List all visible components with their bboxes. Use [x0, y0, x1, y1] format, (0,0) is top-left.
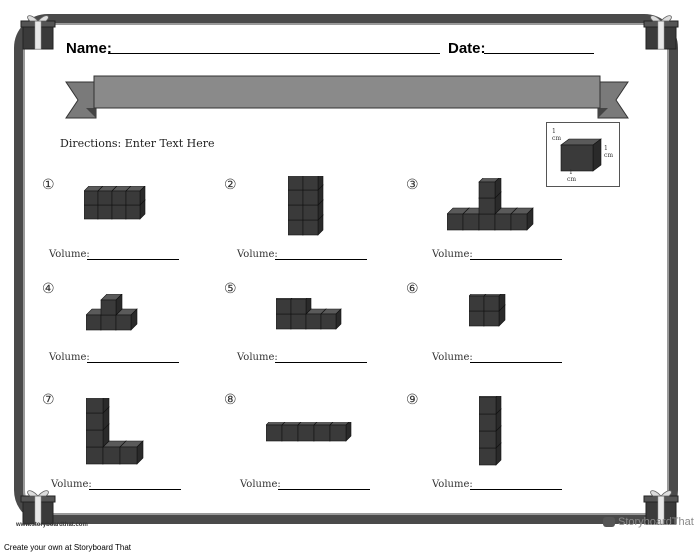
logo-text: StoryboardThat	[618, 516, 694, 528]
volume-answer-line[interactable]	[275, 259, 367, 260]
credit-text[interactable]: Create your own at Storyboard That	[4, 543, 132, 552]
unit-cube	[115, 308, 138, 331]
problem-number-7: ⑦	[42, 392, 55, 408]
volume-label: Volume:	[432, 352, 473, 363]
cube-figure-9	[479, 396, 502, 466]
volume-answer-line[interactable]	[275, 362, 367, 363]
unit-cube	[329, 422, 352, 442]
name-label: Name:	[66, 40, 112, 57]
problem-number-8: ⑧	[224, 392, 237, 408]
unit-cube	[320, 308, 342, 330]
unit-cube	[479, 396, 502, 415]
volume-answer-line[interactable]	[278, 489, 370, 490]
unit-cube-reference: 1 cm 1 cm 1 cm	[546, 122, 620, 187]
unit-cube	[483, 294, 506, 312]
unit-bottom-2: cm	[567, 176, 577, 183]
volume-label: Volume:	[49, 352, 90, 363]
problem-number-5: ⑤	[224, 281, 237, 297]
volume-answer-line[interactable]	[470, 259, 562, 260]
volume-label: Volume:	[237, 352, 278, 363]
volume-label: Volume:	[432, 479, 473, 490]
cube-figure-1	[84, 186, 146, 220]
volume-label: Volume:	[432, 249, 473, 260]
unit-top-2: cm	[552, 135, 562, 142]
gift-icon	[643, 490, 679, 525]
unit-cube	[510, 207, 534, 231]
volume-label: Volume:	[49, 249, 90, 260]
volume-label: Volume:	[51, 479, 92, 490]
gift-icon	[643, 15, 679, 50]
volume-answer-line[interactable]	[87, 362, 179, 363]
site-url[interactable]: www.storyboardthat.com	[16, 522, 88, 528]
gift-icon	[20, 15, 56, 50]
cube-figure-4	[86, 294, 138, 331]
cube-figure-5	[276, 298, 342, 330]
problem-number-6: ⑥	[406, 281, 419, 297]
name-line[interactable]	[108, 53, 440, 54]
unit-right-1: 1	[604, 145, 608, 152]
unit-cube	[290, 298, 312, 315]
unit-top-1: 1	[552, 128, 556, 135]
unit-cube	[478, 178, 502, 199]
problem-number-1: ①	[42, 177, 55, 193]
cube-figure-8	[266, 422, 352, 442]
storyboardthat-logo[interactable]: StoryboardThat	[603, 516, 694, 528]
date-label: Date:	[448, 40, 486, 57]
directions-text: Directions: Enter Text Here	[60, 137, 215, 150]
title-banner[interactable]	[64, 72, 630, 122]
logo-icon	[603, 517, 615, 528]
problem-number-3: ③	[406, 177, 419, 193]
unit-cube	[125, 186, 146, 206]
unit-cube	[100, 294, 123, 316]
cube-figure-3	[447, 178, 534, 231]
gift-icon	[20, 490, 56, 525]
volume-answer-line[interactable]	[87, 259, 179, 260]
problem-number-4: ④	[42, 281, 55, 297]
volume-answer-line[interactable]	[470, 489, 562, 490]
problem-number-9: ⑨	[406, 392, 419, 408]
cube-figure-2	[288, 176, 324, 236]
unit-cube-icon	[560, 138, 602, 172]
date-line[interactable]	[484, 53, 594, 54]
unit-bottom-1: 1	[569, 169, 573, 176]
unit-cube	[119, 440, 144, 465]
worksheet-frame	[14, 14, 678, 524]
volume-label: Volume:	[237, 249, 278, 260]
volume-answer-line[interactable]	[89, 489, 181, 490]
cube-figure-7	[86, 398, 144, 465]
unit-cube	[86, 398, 110, 414]
problem-number-2: ②	[224, 177, 237, 193]
cube-figure-6	[469, 294, 506, 327]
worksheet: Name: Date: Directions: Enter Text Here …	[14, 14, 694, 528]
volume-label: Volume:	[240, 479, 281, 490]
unit-cube	[302, 176, 324, 191]
unit-right-2: cm	[604, 152, 614, 159]
volume-answer-line[interactable]	[470, 362, 562, 363]
